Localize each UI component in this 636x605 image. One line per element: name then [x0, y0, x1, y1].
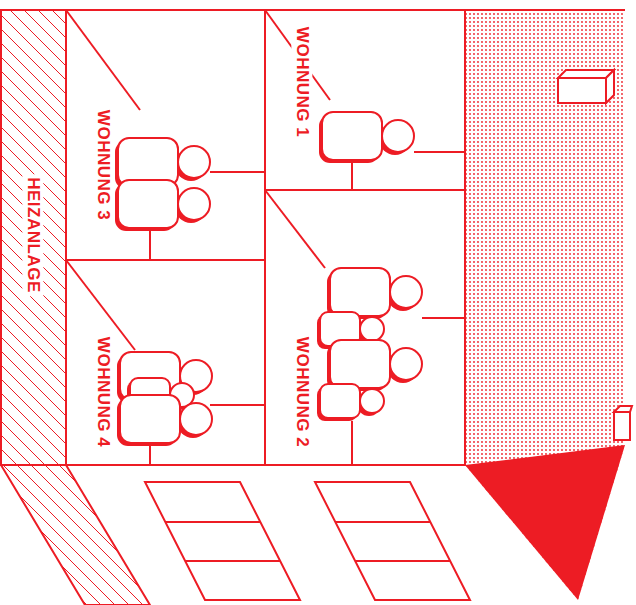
heating-band-label: HEIZANLAGE: [1, 10, 66, 465]
room-label: WOHNUNG 2: [292, 334, 313, 450]
apartment-room: WOHNUNG 2: [265, 190, 465, 465]
resident-figures: [115, 112, 422, 446]
apartment-room: WOHNUNG 1: [265, 10, 465, 190]
heating-floor: [1, 465, 150, 605]
room-label: WOHNUNG 1: [292, 24, 313, 140]
wall-box: [614, 406, 632, 440]
wall-box: [558, 70, 614, 103]
facade: [66, 10, 465, 465]
room-label: HEIZANLAGE: [23, 174, 44, 296]
ground-window: [145, 482, 470, 600]
apartment-room: WOHNUNG 3: [66, 10, 265, 260]
room-label: WOHNUNG 3: [93, 107, 114, 223]
room-label: WOHNUNG 4: [93, 334, 114, 450]
side-shadow: [465, 445, 625, 600]
side-wall: [465, 10, 625, 600]
heating-band: [1, 10, 66, 465]
apartment-room: WOHNUNG 4: [66, 260, 265, 465]
